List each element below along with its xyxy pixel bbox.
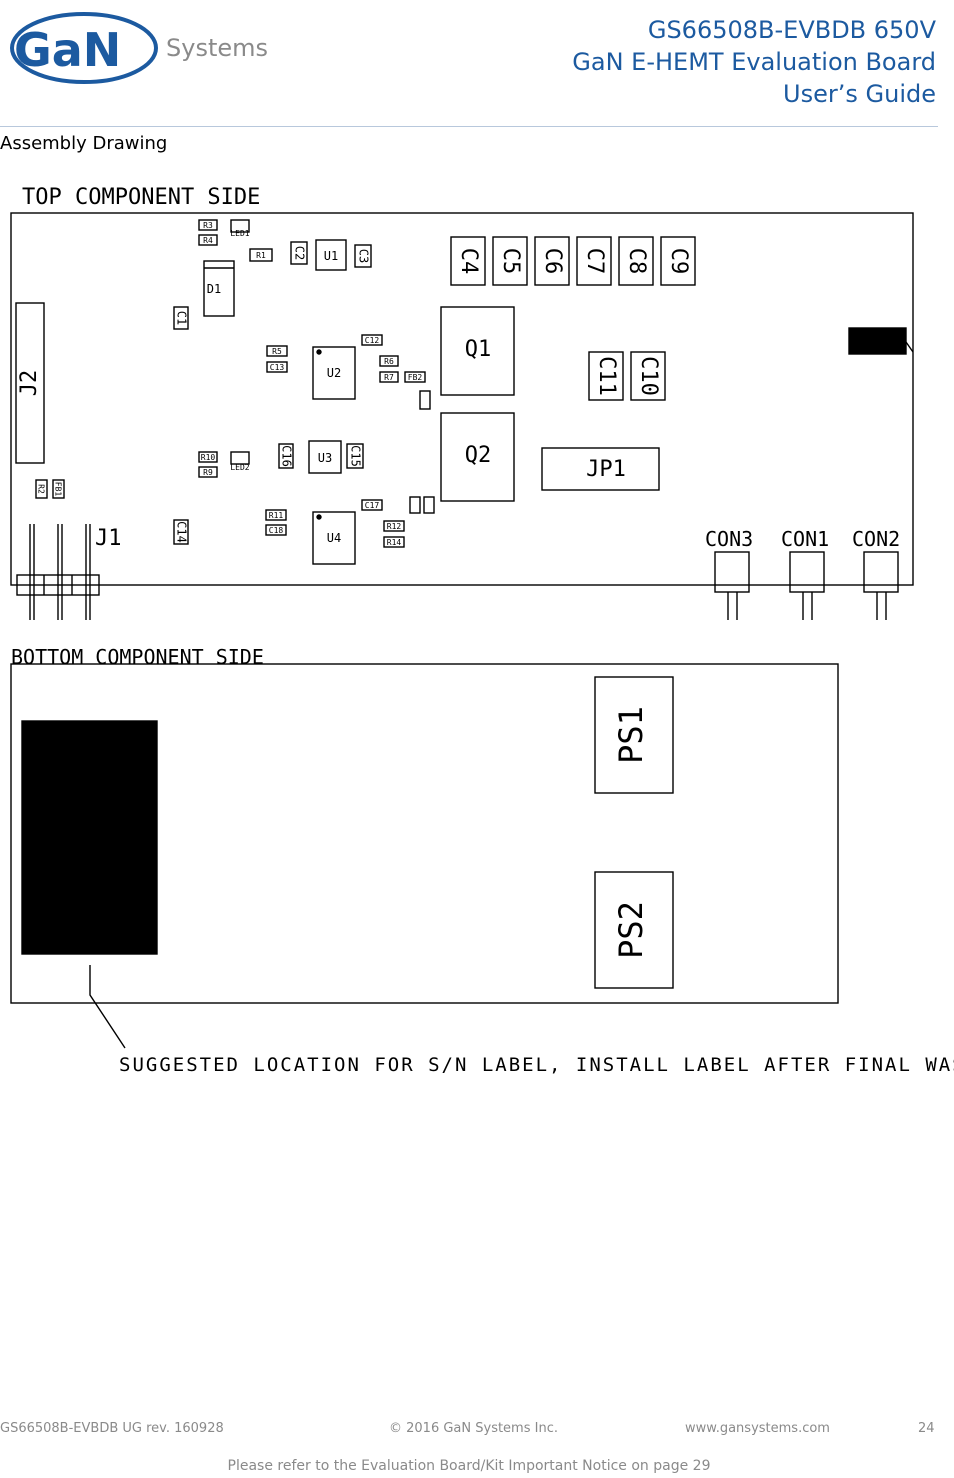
svg-text:PS1: PS1 xyxy=(612,706,650,764)
svg-text:U4: U4 xyxy=(327,531,341,545)
svg-text:J2: J2 xyxy=(17,370,42,397)
svg-text:U3: U3 xyxy=(318,451,332,465)
jp1-footprint xyxy=(541,447,660,491)
ps1-footprint xyxy=(594,676,674,794)
svg-text:R9: R9 xyxy=(203,468,213,477)
svg-text:FB2: FB2 xyxy=(408,373,423,382)
svg-text:Q1: Q1 xyxy=(465,337,492,362)
svg-text:FB1: FB1 xyxy=(54,482,63,497)
svg-text:C14: C14 xyxy=(175,521,189,543)
svg-text:C16: C16 xyxy=(280,445,294,467)
assembly-drawing: TOP COMPONENT SIDE xyxy=(10,185,954,1076)
header-title-line3: User’s Guide xyxy=(783,80,936,108)
svg-text:R2: R2 xyxy=(37,484,46,494)
section-title: Assembly Drawing xyxy=(0,133,168,154)
footer-notice: Please refer to the Evaluation Board/Kit… xyxy=(227,1458,711,1474)
svg-text:C18: C18 xyxy=(269,526,284,535)
q2-footprint xyxy=(440,412,515,502)
svg-text:C8: C8 xyxy=(624,248,649,275)
svg-text:LED1: LED1 xyxy=(230,229,249,238)
svg-text:C4: C4 xyxy=(456,248,481,275)
svg-text:C9: C9 xyxy=(666,248,691,275)
header-title-line2: GaN E-HEMT Evaluation Board xyxy=(572,48,936,76)
j2-footprint xyxy=(15,302,45,464)
sn-label-area xyxy=(21,720,158,955)
c10-footprint xyxy=(630,351,666,401)
svg-text:Systems: Systems xyxy=(166,34,268,62)
u4-footprint xyxy=(312,511,356,565)
svg-text:C17: C17 xyxy=(365,501,380,510)
svg-text:R11: R11 xyxy=(269,511,284,520)
bottom-side-label: BOTTOM COMPONENT SIDE xyxy=(11,645,264,669)
footer-doc-id: GS66508B-EVBDB UG rev. 160928 xyxy=(0,1421,224,1436)
sn-label-note: SUGGESTED LOCATION FOR S/N LABEL, INSTAL… xyxy=(119,1054,954,1076)
j1-connector xyxy=(16,524,100,620)
svg-text:R7: R7 xyxy=(384,373,394,382)
black-marker xyxy=(848,327,907,355)
page-number: 24 xyxy=(918,1421,935,1436)
svg-text:Q2: Q2 xyxy=(465,443,492,468)
caps-row xyxy=(450,236,696,286)
svg-text:C7: C7 xyxy=(582,248,607,275)
c11-footprint xyxy=(588,351,624,401)
bottom-board-outline xyxy=(10,663,839,1004)
sn-leader-line xyxy=(89,965,126,1049)
u2-footprint xyxy=(312,346,356,400)
svg-text:C11: C11 xyxy=(594,356,619,396)
u1-footprint xyxy=(315,239,347,271)
top-side-label: TOP COMPONENT SIDE xyxy=(22,185,260,210)
svg-text:U2: U2 xyxy=(327,366,341,380)
small-component-labels: U1 U2 U3 U4 D1 C1 C2 C3 C16 C15 C14 xyxy=(175,246,371,545)
svg-text:C15: C15 xyxy=(349,445,363,467)
svg-text:R1: R1 xyxy=(256,251,266,260)
svg-text:C13: C13 xyxy=(270,363,285,372)
svg-text:D1: D1 xyxy=(207,282,221,296)
component-labels: C4 C5 C6 C7 C8 C9 C11 C10 Q1 Q2 JP1 J2 J… xyxy=(17,248,900,959)
svg-text:C3: C3 xyxy=(357,249,371,263)
svg-text:C1: C1 xyxy=(175,311,189,325)
header-divider xyxy=(0,126,938,127)
q1-footprint xyxy=(440,306,515,396)
gan-systems-logo: GaN Systems xyxy=(10,12,268,84)
u3-footprint xyxy=(308,440,342,474)
svg-text:C12: C12 xyxy=(365,336,380,345)
svg-text:R10: R10 xyxy=(201,453,216,462)
svg-text:PS2: PS2 xyxy=(612,901,650,959)
svg-text:R14: R14 xyxy=(387,538,402,547)
top-board-outline xyxy=(10,212,914,586)
footer-website[interactable]: www.gansystems.com xyxy=(685,1421,830,1436)
header-title-line1: GS66508B-EVBDB 650V xyxy=(647,16,936,44)
document-header: GS66508B-EVBDB 650V GaN E-HEMT Evaluatio… xyxy=(572,14,936,110)
svg-text:C2: C2 xyxy=(293,246,307,260)
svg-text:R3: R3 xyxy=(203,221,213,230)
ps2-footprint xyxy=(594,871,674,989)
svg-text:R12: R12 xyxy=(387,522,402,531)
svg-text:C10: C10 xyxy=(636,356,661,396)
con2-connector xyxy=(863,551,899,620)
svg-text:JP1: JP1 xyxy=(586,457,626,482)
svg-text:C6: C6 xyxy=(540,248,565,275)
d1-footprint xyxy=(203,260,235,317)
svg-text:R6: R6 xyxy=(384,357,394,366)
svg-text:CON1: CON1 xyxy=(781,527,829,551)
footer-copyright: © 2016 GaN Systems Inc. xyxy=(389,1421,558,1436)
con1-connector xyxy=(789,551,825,620)
svg-text:CON3: CON3 xyxy=(705,527,753,551)
svg-text:J1: J1 xyxy=(95,526,122,551)
svg-text:R4: R4 xyxy=(203,236,213,245)
svg-text:LED2: LED2 xyxy=(230,463,249,472)
tiny-component-labels: R1 R3 R4 LED1 R5 C13 C12 R6 R7 FB2 R10 R… xyxy=(37,221,423,547)
svg-text:GaN: GaN xyxy=(14,23,121,77)
con3-connector xyxy=(714,551,750,620)
svg-text:C5: C5 xyxy=(498,248,523,275)
svg-text:U1: U1 xyxy=(324,249,338,263)
svg-text:CON2: CON2 xyxy=(852,527,900,551)
svg-text:R5: R5 xyxy=(272,347,282,356)
